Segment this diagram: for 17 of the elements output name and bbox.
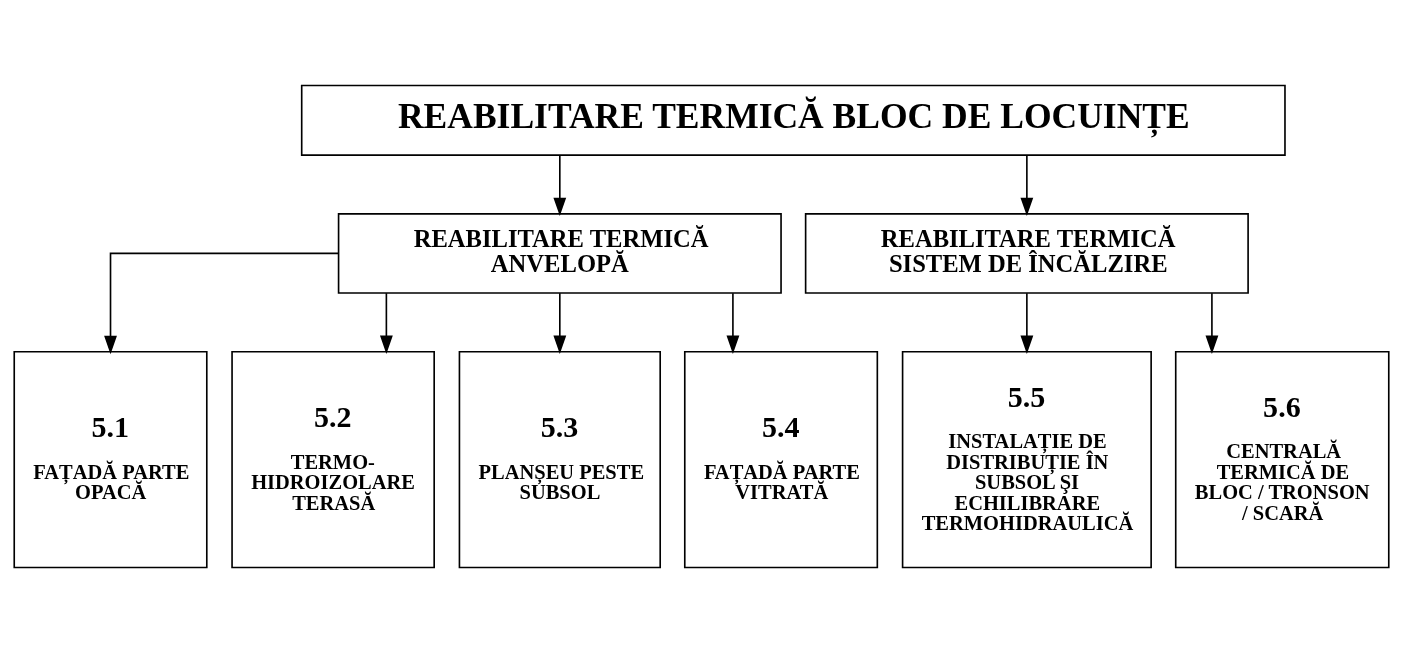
arrow — [104, 252, 340, 354]
node-box: 5.3 PLANȘEU PESTE SUBSOL — [458, 350, 661, 568]
arrow — [1020, 291, 1034, 354]
arrow — [553, 153, 567, 216]
node-box: REABILITARE TERMICĂ BLOC DE LOCUINȚE — [300, 84, 1286, 156]
node-box: 5.5 INSTALAȚIE DE DISTRIBUȚIE ÎN SUBSOL ŞI ECHILIBRARE TERMOHIDRAULICĂ — [901, 350, 1152, 568]
node-box: 5.4 FAȚADĂ PARTE VITRATĂ — [683, 350, 879, 568]
arrow — [726, 291, 740, 354]
arrow — [379, 291, 393, 354]
node-box: 5.6 CENTRALĂ TERMICĂ DE BLOC / TRONSON / SCARĂ — [1174, 350, 1390, 568]
node-box: REABILITARE TERMICĂ SISTEM DE ÎNCĂLZIRE — [804, 212, 1249, 294]
node-box: 5.2 TERMO- HIDROIZOLARE TERASĂ — [231, 350, 435, 568]
arrow — [1020, 153, 1034, 216]
arrow — [553, 291, 567, 354]
node-box: REABILITARE TERMICĂ ANVELOPĂ — [337, 212, 782, 294]
node-box: 5.1 FAȚADĂ PARTE OPACĂ — [13, 350, 208, 568]
arrow — [1205, 291, 1219, 354]
